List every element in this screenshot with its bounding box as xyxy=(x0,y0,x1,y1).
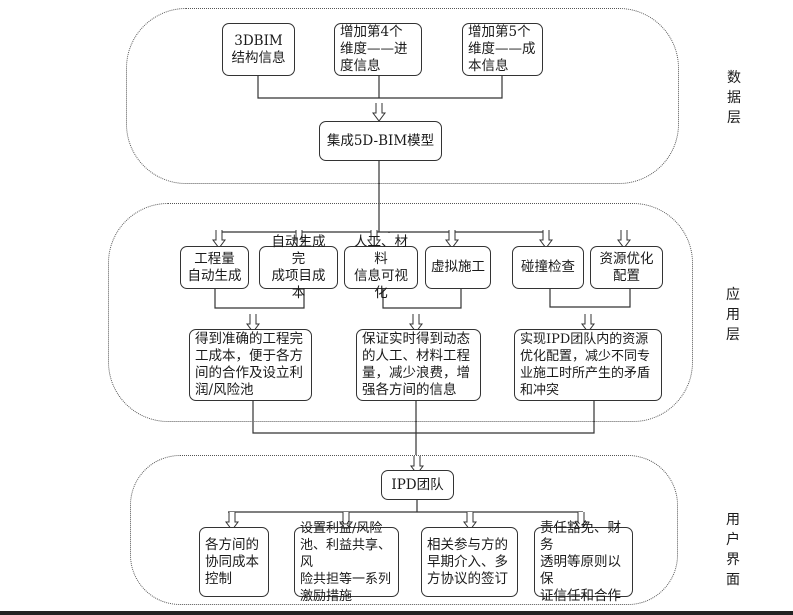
label-user-interface-layer: 用 户 界 面 xyxy=(726,512,740,588)
node-4th-dimension-schedule: 增加第4个 维度——进 度信息 xyxy=(334,23,422,76)
node-labor-material-visualization: 人工、材料 信息可视化 xyxy=(344,234,418,301)
node-outcome-realtime-quantities: 保证实时得到动态 的人工、材料工程 量，减少浪费，增 强各方间的信息 xyxy=(356,329,481,401)
bottom-border xyxy=(0,611,793,615)
node-incentive-measures: 设置利益/风险 池、利益共享、风 险共担等一系列 激励措施 xyxy=(294,521,399,604)
node-trust-cooperation-principles: 责任豁免、财务 透明等原则以保 证信任和合作 xyxy=(534,520,633,604)
node-3dbim-structure-info: 3DBIM 结构信息 xyxy=(222,23,295,76)
connector-merge-1 xyxy=(214,288,305,309)
node-early-involvement-agreement: 相关参与方的 早期介入、多 方协议的签订 xyxy=(421,527,518,597)
connector-data-merge xyxy=(257,75,503,99)
data-layer-container xyxy=(126,8,679,184)
node-integrated-5d-bim-model: 集成5D-BIM模型 xyxy=(319,121,442,161)
node-5th-dimension-cost: 增加第5个 维度——成 本信息 xyxy=(462,23,543,76)
node-quantity-auto-generate: 工程量 自动生成 xyxy=(180,246,249,289)
node-project-cost-auto-generate: 自动生成完 成项目成本 xyxy=(259,234,338,301)
node-virtual-construction: 虚拟施工 xyxy=(425,246,491,289)
node-ipd-team: IPD团队 xyxy=(381,470,454,500)
node-clash-detection: 碰撞检查 xyxy=(512,246,584,289)
node-outcome-accurate-cost: 得到准确的工程完 工成本，便于各方 间的合作及设立利 润/风险池 xyxy=(189,329,312,401)
connector-merge-2 xyxy=(382,288,462,309)
arrow-icon xyxy=(372,102,386,122)
application-layer-container xyxy=(108,203,693,422)
node-collaborative-cost-control: 各方间的 协同成本 控制 xyxy=(199,527,269,597)
node-resource-optimization: 资源优化 配置 xyxy=(590,246,663,289)
label-data-layer: 数 据 层 xyxy=(727,70,741,126)
label-application-layer: 应 用 层 xyxy=(726,287,740,343)
user-layer-container xyxy=(130,455,678,605)
connector-merge-3 xyxy=(549,288,631,308)
connector-outcomes-merge xyxy=(252,400,595,434)
hollow-arrows xyxy=(212,102,631,531)
node-outcome-resource-allocation: 实现IPD团队内的资源 优化配置，减少不同专 业施工时所产生的矛盾 和冲突 xyxy=(514,329,662,401)
